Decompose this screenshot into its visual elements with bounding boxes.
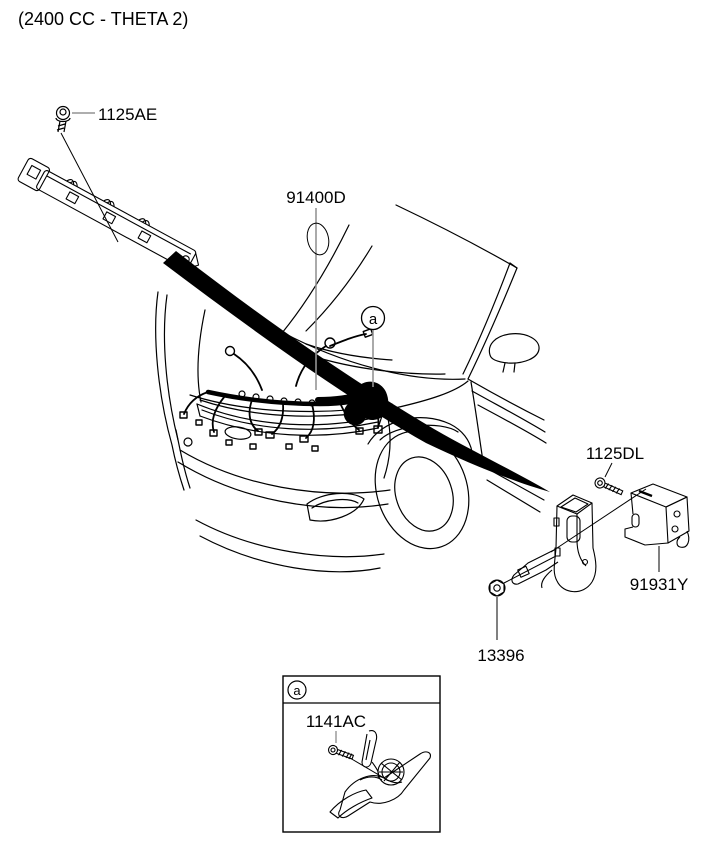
bracket-bolt-label: 1125DL [586, 444, 644, 463]
mounting-bracket-drawing [511, 494, 597, 593]
assembly-axis-line [550, 488, 647, 553]
bracket-bolt-icon [594, 477, 624, 496]
rail-bolt-icon [55, 105, 71, 133]
car-illustration [155, 204, 547, 573]
detail-part-drawing [329, 730, 431, 819]
detail-bolt-icon [327, 744, 355, 760]
leader-1125dl [604, 462, 613, 478]
kia-badge [224, 426, 252, 440]
detail-bolt-label: 1141AC [306, 712, 366, 731]
nut-label: 13396 [477, 646, 524, 665]
detail-box: a 1141AC [282, 675, 441, 833]
rail-bolt-label: 1125AE [98, 105, 157, 124]
nut-icon [488, 579, 506, 597]
harness-label: 91400D [286, 188, 346, 207]
nut-axis-line [503, 555, 557, 584]
callout-a-circle [360, 305, 386, 331]
bolt-axis-line [60, 132, 119, 243]
harness-routing-band [163, 251, 550, 492]
page-title: (2400 CC - THETA 2) [18, 9, 188, 29]
callout-a-letter: a [369, 311, 378, 328]
detail-callout-circle [287, 680, 307, 700]
detail-callout-letter: a [293, 683, 301, 698]
ecu-bracket-drawing [624, 483, 690, 548]
harness-balloon [306, 222, 330, 256]
bracket-label: 91931Y [630, 575, 689, 594]
side-mirror [488, 333, 540, 373]
fog-lamp [306, 492, 365, 522]
